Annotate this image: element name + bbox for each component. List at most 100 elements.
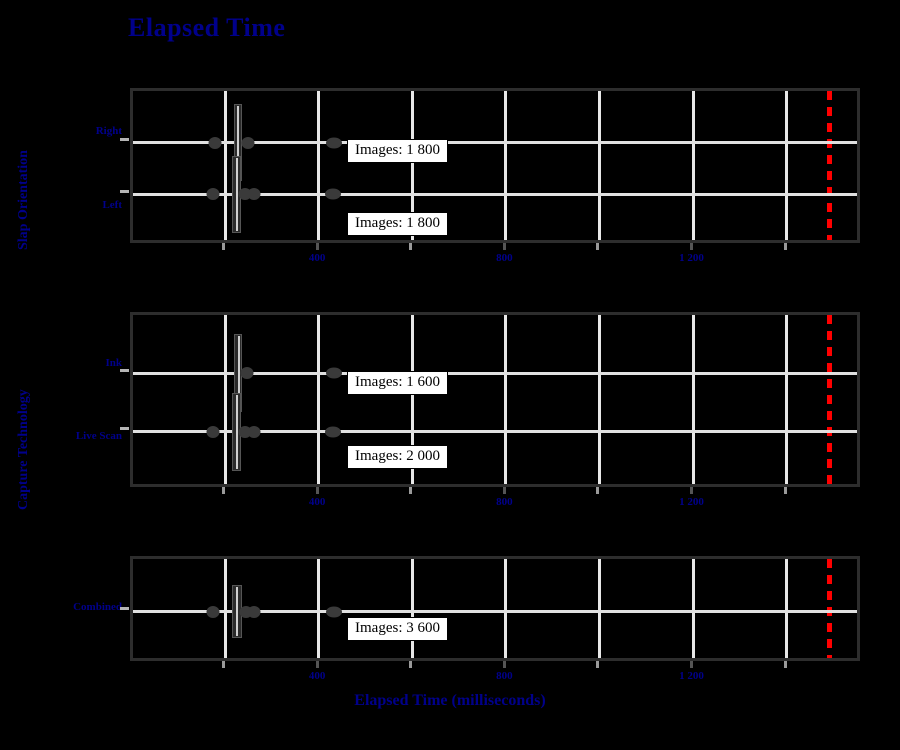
median-line: [235, 157, 238, 232]
y-tick-mark: [120, 427, 129, 431]
y-tick-label-live-scan: Live Scan: [75, 430, 122, 442]
y-tick-label-left: Left: [102, 199, 122, 211]
annotation-combined: Images: 3 600: [347, 617, 448, 642]
gridline-vertical: [410, 91, 414, 240]
x-tick-label: 400: [308, 670, 326, 682]
gridline-vertical: [785, 91, 789, 240]
x-tick-mark: [502, 661, 506, 668]
median-line: [236, 105, 239, 180]
gridline-vertical: [317, 91, 321, 240]
y-tick-label-right: Right: [95, 125, 122, 137]
outlier-point: [206, 425, 220, 438]
x-tick-label: 400: [308, 496, 326, 508]
category-baseline: [133, 192, 857, 196]
outlier-point: [325, 426, 342, 438]
gridline-vertical: [691, 559, 695, 658]
x-tick-mark: [690, 661, 694, 668]
x-tick-mark: [222, 487, 226, 494]
threshold-line: [827, 91, 833, 240]
outlier-point: [206, 605, 220, 618]
x-tick-label: 400: [308, 252, 326, 264]
x-tick-label: 1 200: [679, 252, 704, 264]
outlier-point: [326, 137, 343, 149]
outlier-point: [326, 367, 343, 379]
x-tick-mark: [596, 243, 600, 250]
x-tick-mark: [409, 487, 413, 494]
y-tick-label-ink: Ink: [105, 357, 122, 369]
x-tick-mark: [690, 243, 694, 250]
y-tick-mark: [120, 607, 129, 610]
gridline-vertical: [691, 91, 695, 240]
category-baseline: [133, 141, 857, 145]
x-tick-mark: [783, 661, 787, 668]
outlier-point: [247, 188, 261, 201]
gridline-vertical: [691, 315, 695, 484]
x-tick-mark: [502, 243, 506, 250]
outlier-point: [208, 136, 222, 149]
gridline-vertical: [410, 315, 414, 484]
panel-capture-technology: [130, 312, 860, 487]
threshold-line: [827, 559, 833, 658]
annotation-right: Images: 1 800: [347, 139, 448, 164]
gridline-vertical: [597, 315, 601, 484]
threshold-line: [827, 315, 833, 484]
x-tick-mark: [222, 243, 226, 250]
gridline-vertical: [223, 91, 227, 240]
gridline-vertical: [597, 91, 601, 240]
gridline-vertical: [317, 559, 321, 658]
x-tick-mark: [783, 243, 787, 250]
annotation-ink: Images: 1 600: [347, 371, 448, 396]
outlier-point: [325, 606, 342, 617]
x-tick-mark: [409, 243, 413, 250]
panel-combined: [130, 556, 860, 661]
chart-title: Elapsed Time: [128, 13, 286, 42]
x-tick-label: 800: [496, 496, 513, 508]
category-baseline: [133, 371, 857, 375]
x-tick-mark: [596, 661, 600, 668]
gridline-vertical: [597, 559, 601, 658]
outlier-point: [240, 367, 254, 380]
annotation-left: Images: 1 800: [347, 212, 448, 237]
x-tick-label: 1 200: [679, 496, 704, 508]
y-axis-title-panel-1: Slap Orientation: [16, 150, 31, 250]
category-baseline: [133, 430, 857, 434]
y-axis-title-panel-2: Capture Technology: [16, 389, 31, 510]
x-tick-mark: [222, 661, 226, 668]
gridline-vertical: [504, 559, 508, 658]
outlier-point: [247, 605, 261, 618]
gridline-vertical: [317, 315, 321, 484]
gridline-vertical: [410, 559, 414, 658]
x-tick-label: 800: [496, 252, 513, 264]
whisker: [214, 141, 248, 145]
outlier-point: [241, 136, 255, 149]
category-baseline: [133, 610, 857, 613]
median-line: [235, 394, 238, 469]
x-tick-label: 800: [496, 670, 513, 682]
y-tick-label-combined: Combined: [73, 601, 122, 613]
median-line: [236, 587, 239, 636]
x-axis-title: Elapsed Time (milliseconds): [354, 692, 546, 709]
x-tick-mark: [315, 487, 319, 494]
panel-slap-orientation: [130, 88, 860, 243]
x-tick-mark: [315, 661, 319, 668]
gridline-vertical: [223, 315, 227, 484]
outlier-point: [206, 188, 220, 201]
gridline-vertical: [785, 559, 789, 658]
gridline-vertical: [504, 315, 508, 484]
y-tick-mark: [120, 368, 129, 372]
x-tick-mark: [315, 243, 319, 250]
x-tick-mark: [690, 487, 694, 494]
gridline-vertical: [785, 315, 789, 484]
outlier-point: [247, 425, 261, 438]
gridline-vertical: [504, 91, 508, 240]
median-line: [237, 336, 240, 411]
x-tick-mark: [596, 487, 600, 494]
outlier-point: [325, 188, 342, 200]
x-tick-label: 1 200: [679, 670, 704, 682]
annotation-live-scan: Images: 2 000: [347, 445, 448, 470]
x-tick-mark: [502, 487, 506, 494]
gridline-vertical: [223, 559, 227, 658]
x-tick-mark: [783, 487, 787, 494]
y-tick-mark: [120, 189, 129, 193]
